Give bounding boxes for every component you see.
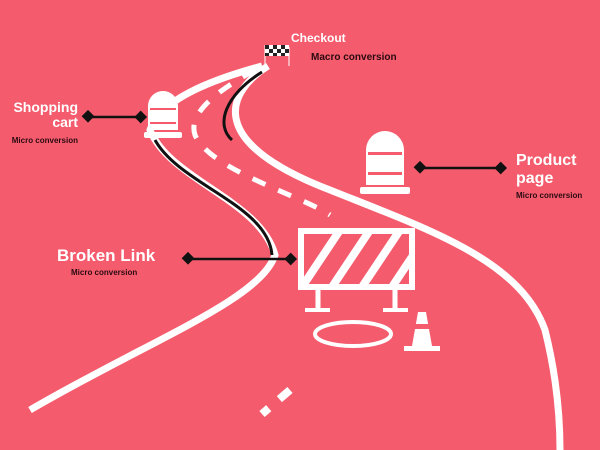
broken-link-title: Broken Link bbox=[57, 246, 156, 265]
road-center-dashes bbox=[191, 67, 332, 218]
connector-product bbox=[413, 160, 508, 175]
road-barrier-icon bbox=[298, 228, 415, 312]
shopping-cart-subtitle: Micro conversion bbox=[11, 136, 78, 145]
connector-cart bbox=[81, 109, 148, 124]
traffic-cone-icon bbox=[404, 312, 440, 351]
checkered-flag-icon bbox=[264, 45, 290, 68]
road-right-edge bbox=[231, 63, 564, 450]
checkout-title: Checkout bbox=[291, 31, 346, 45]
product-page-title: Product page bbox=[516, 152, 577, 187]
bollard-icon-product bbox=[360, 131, 410, 194]
checkout-subtitle: Macro conversion bbox=[311, 52, 397, 63]
manhole-icon bbox=[313, 320, 393, 348]
bollard-icon-cart bbox=[144, 91, 182, 138]
road-right-shadow bbox=[222, 70, 263, 142]
broken-link-subtitle: Micro conversion bbox=[71, 268, 138, 277]
road-left-shadow bbox=[153, 139, 274, 256]
connector-broken-link bbox=[181, 251, 298, 266]
product-page-subtitle: Micro conversion bbox=[516, 191, 583, 200]
road-lower-dashes bbox=[259, 386, 293, 418]
shopping-cart-title: Shopping cart bbox=[13, 99, 78, 131]
